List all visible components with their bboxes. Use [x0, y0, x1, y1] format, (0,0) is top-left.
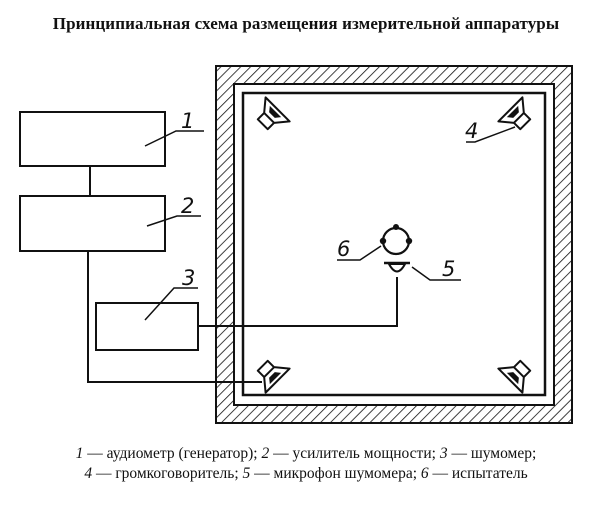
subject-head-icon: [379, 224, 413, 256]
label-subject: 6: [337, 237, 350, 261]
room-wall: [215, 65, 573, 424]
loudspeaker-bottom-right: [497, 359, 532, 394]
audiometer-block: [19, 111, 166, 167]
label-loudspeaker: 4: [465, 119, 478, 143]
legend-text: — шумомер;: [447, 445, 537, 462]
loudspeaker-bottom-left: [256, 359, 291, 394]
legend-num: 5: [242, 465, 251, 482]
amplifier-block: [19, 195, 166, 252]
legend-text: — громкоговоритель;: [92, 465, 243, 482]
microphone-icon: [384, 261, 410, 282]
label-amplifier: 2: [181, 194, 194, 218]
legend-num: 4: [84, 465, 93, 482]
diagram-title: Принципиальная схема размещения измерите…: [52, 14, 560, 33]
label-audiometer: 1: [181, 109, 194, 133]
loudspeaker-top-left: [256, 96, 291, 131]
legend-num: 2: [261, 445, 270, 462]
legend-line-2: 4 — громкоговоритель; 5 — микрофон шумом…: [0, 464, 612, 484]
legend-text: — испытатель: [428, 465, 528, 482]
legend-num: 1: [75, 445, 84, 462]
loudspeaker-top-right: [497, 96, 532, 131]
legend-num: 6: [420, 465, 429, 482]
label-microphone: 5: [442, 257, 455, 281]
legend-text: — аудиометр (генератор);: [83, 445, 262, 462]
label-noise-meter: 3: [182, 266, 195, 290]
leader-lines: [144, 126, 516, 321]
noise-meter-block: [95, 302, 199, 351]
legend-num: 3: [439, 445, 448, 462]
legend-text: — микрофон шумомера;: [250, 465, 421, 482]
legend-text: — усилитель мощности;: [269, 445, 440, 462]
connection-wires: [87, 166, 398, 383]
legend-line-1: 1 — аудиометр (генератор); 2 — усилитель…: [0, 444, 612, 464]
legend-caption: 1 — аудиометр (генератор); 2 — усилитель…: [0, 444, 612, 484]
